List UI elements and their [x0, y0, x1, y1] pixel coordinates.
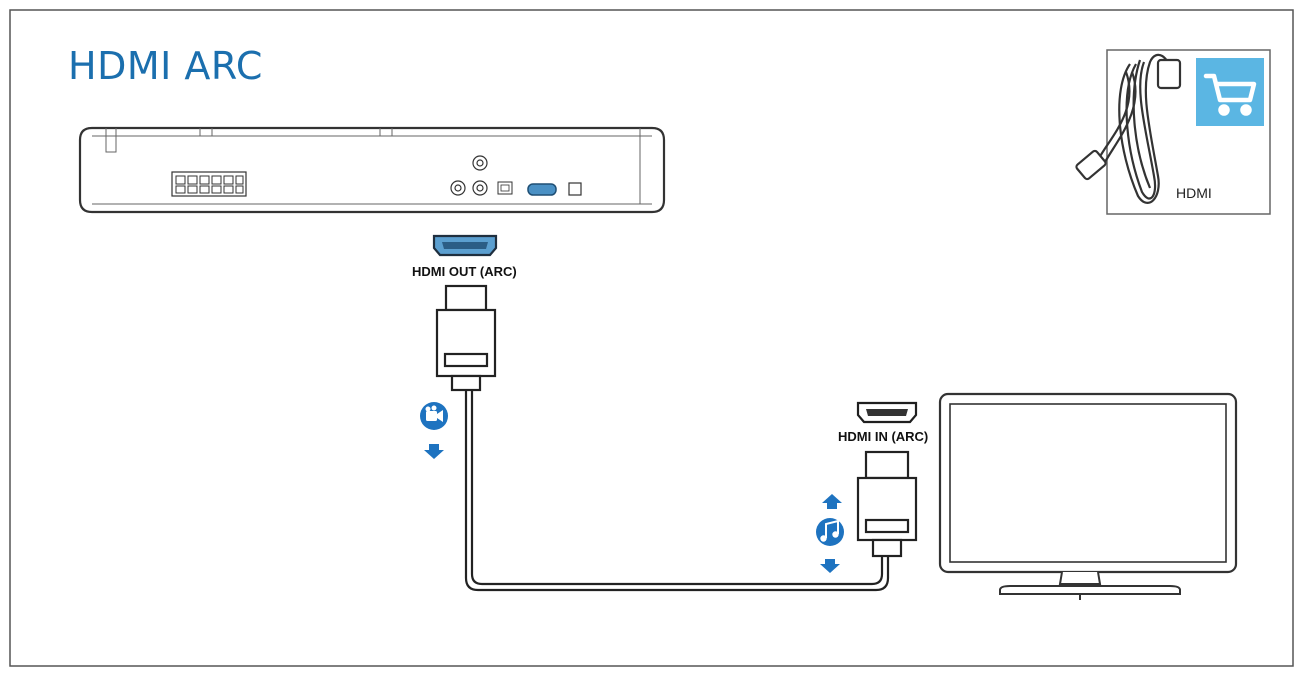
hdmi-out-port-on-unit	[527, 183, 557, 196]
music-note-icon	[816, 518, 844, 546]
accessory-label: HDMI	[1176, 185, 1212, 201]
down-arrow-icon	[820, 559, 840, 573]
hdmi-plug-top	[435, 284, 497, 392]
tv-icon	[938, 392, 1238, 600]
hdmi-in-label: HDMI IN (ARC)	[838, 429, 928, 444]
page-title: HDMI ARC	[68, 44, 263, 88]
hdmi-in-port-icon	[856, 401, 918, 424]
down-arrow-icon	[424, 444, 444, 459]
usb-port	[568, 182, 582, 196]
hdmi-out-label: HDMI OUT (ARC)	[412, 264, 517, 279]
hdmi-cable-coil-icon	[1075, 53, 1182, 204]
video-camera-icon	[420, 402, 448, 430]
up-arrow-icon	[822, 494, 842, 509]
outer-frame	[9, 9, 1294, 667]
soundbar-unit	[78, 126, 666, 214]
optical-port	[497, 181, 513, 195]
shopping-cart-icon	[1203, 73, 1257, 116]
hdmi-accessory-box: HDMI	[1075, 49, 1271, 215]
rca-jacks	[450, 155, 488, 196]
hdmi-plug-bottom	[856, 450, 918, 558]
speaker-terminals	[171, 171, 247, 197]
hdmi-cable	[464, 390, 890, 592]
hdmi-out-port-icon	[432, 234, 498, 257]
